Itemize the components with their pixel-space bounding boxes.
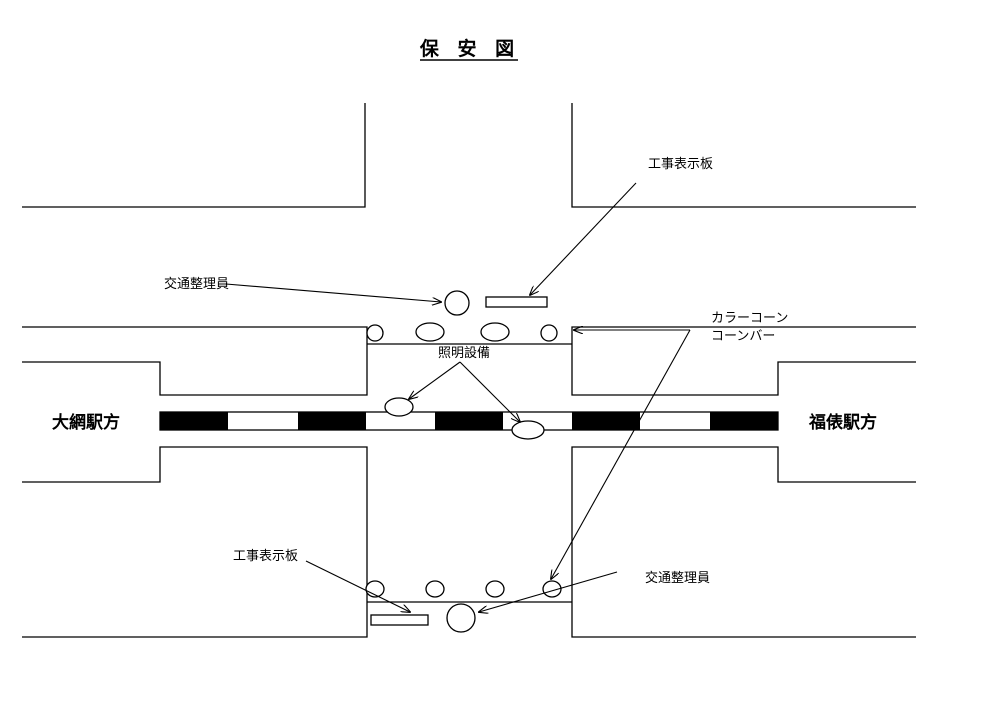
traffic-guard-bottom [446, 603, 476, 633]
leader-arrows [225, 182, 691, 612]
signboard-top [485, 296, 548, 308]
label-color-cone: カラーコーン [711, 311, 788, 326]
traffic-guard-top [444, 290, 470, 316]
label-cone-bar: コーンバー [711, 329, 775, 344]
label-guard-top: 交通整理員 [164, 276, 229, 292]
arrow-guard-bottom [479, 571, 618, 612]
road-edge-upper-right [571, 326, 916, 396]
road-edge-lower-right [571, 446, 916, 638]
arrow-cone-bottom [551, 329, 691, 579]
arrow-sign-bottom [305, 560, 410, 612]
light-left [384, 397, 414, 417]
block-top-right [571, 103, 916, 208]
road-edge-lower-left [22, 446, 368, 638]
label-lighting: 照明設備 [438, 345, 490, 361]
cone [366, 324, 384, 342]
cone [540, 324, 558, 342]
arrow-guard-top [225, 283, 441, 302]
cone [415, 322, 445, 342]
page-title: 保 安 図 [419, 37, 520, 60]
label-guard-bottom: 交通整理員 [645, 570, 710, 586]
road-outlines [22, 103, 916, 638]
signboard-bottom [370, 614, 429, 626]
block-top-left [22, 103, 366, 208]
label-station-left: 大網駅方 [52, 412, 120, 433]
label-sign-bottom: 工事表示板 [233, 549, 298, 564]
cone [485, 580, 505, 598]
label-sign-top: 工事表示板 [648, 157, 713, 172]
arrow-sign-top [530, 182, 637, 295]
lower-cone-bar [365, 580, 562, 598]
upper-cone-bar [366, 322, 558, 342]
light-right [511, 420, 545, 440]
cone [425, 580, 445, 598]
cone [480, 322, 510, 342]
railway-track [159, 411, 779, 431]
label-station-right: 福俵駅方 [808, 412, 877, 433]
arrow-light-left [409, 361, 461, 399]
road-edge-upper-left [22, 326, 368, 396]
arrow-light-right [459, 361, 520, 422]
